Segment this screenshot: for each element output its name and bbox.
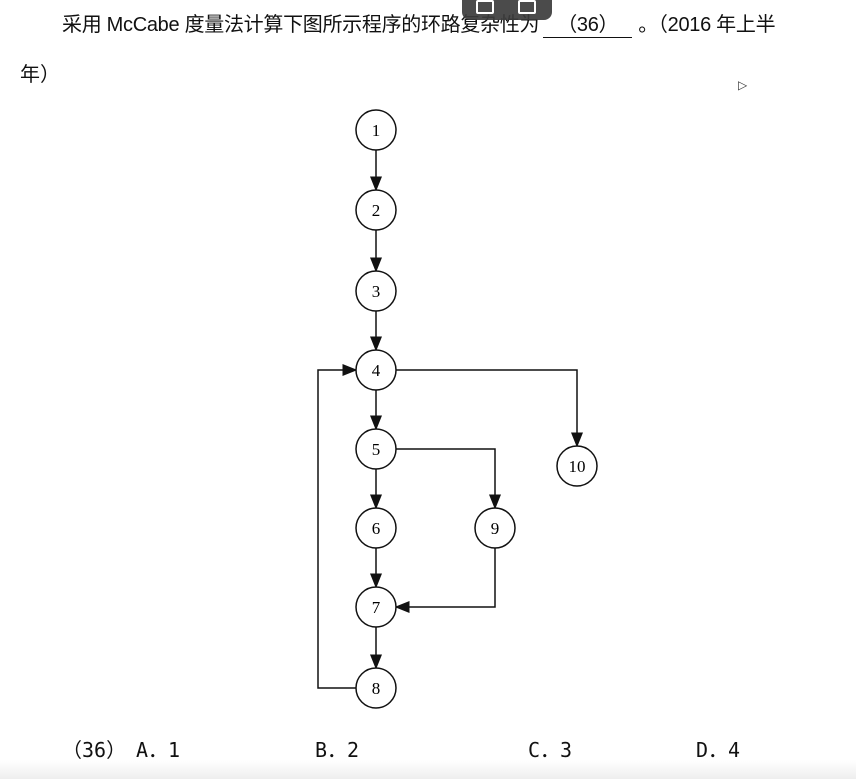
node-label-9: 9 (491, 519, 500, 538)
node-3 (355, 270, 397, 312)
magic-edit-icon[interactable] (518, 0, 536, 14)
node-7 (355, 586, 397, 628)
question-stem: 采用 McCabe 度量法计算下图所示程序的环路复杂性为 (62, 14, 540, 36)
question-text-line2: 年） (20, 64, 60, 86)
question-source: 。（2016 年上半 (638, 14, 776, 36)
page-bottom-edge (0, 760, 856, 779)
option-a[interactable]: A．1 (136, 738, 181, 762)
node-8 (355, 667, 397, 709)
cursor-icon: ▷ (738, 78, 748, 92)
option-b[interactable]: B．2 (315, 738, 360, 762)
floating-toolbar (462, 0, 552, 20)
answer-blank: （36） (543, 8, 633, 38)
node-4 (355, 349, 397, 391)
node-1 (355, 109, 397, 151)
node-label-5: 5 (372, 440, 381, 459)
node-5 (355, 428, 397, 470)
option-d[interactable]: D．4 (696, 738, 741, 762)
node-2 (355, 189, 397, 231)
node-label-2: 2 (372, 201, 381, 220)
node-label-1: 1 (372, 121, 381, 140)
node-label-8: 8 (372, 679, 381, 698)
edge-8-4 (317, 364, 358, 689)
question-text: 采用 McCabe 度量法计算下图所示程序的环路复杂性为（36）。（2016 年… (62, 8, 776, 38)
edge-4-10 (396, 369, 583, 448)
edge-9-7 (394, 548, 496, 613)
node-label-4: 4 (372, 361, 381, 380)
node-10 (556, 445, 598, 487)
option-c[interactable]: C．3 (528, 738, 573, 762)
node-label-7: 7 (372, 598, 381, 617)
edge-5-9 (396, 448, 501, 510)
node-6 (355, 507, 397, 549)
node-label-3: 3 (372, 282, 381, 301)
node-9 (474, 507, 516, 549)
copy-icon[interactable] (476, 0, 494, 14)
node-label-10: 10 (569, 457, 586, 476)
node-label-6: 6 (372, 519, 381, 538)
option-number: （36） (62, 738, 127, 762)
